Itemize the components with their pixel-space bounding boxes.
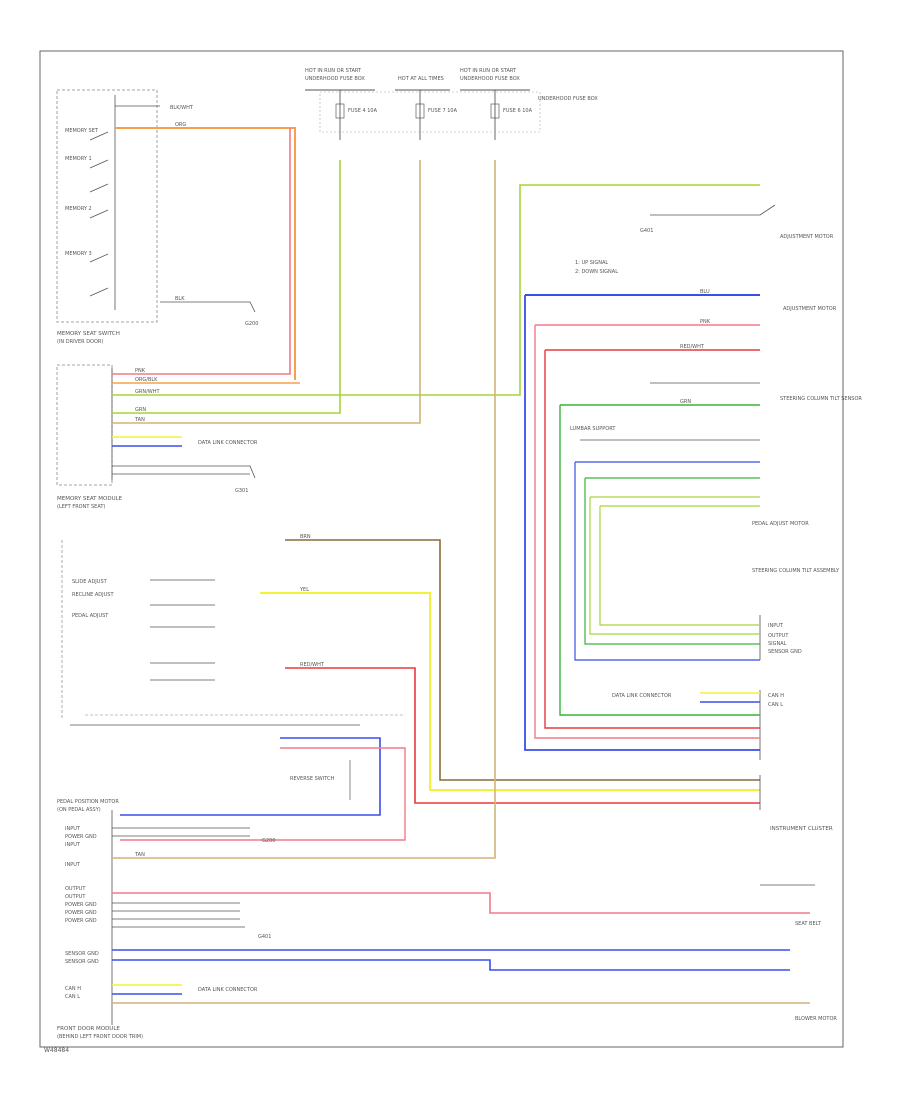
mem-module-sub: (LEFT FRONT SEAT) [57,504,105,510]
svg-text:DATA LINK CONNECTOR: DATA LINK CONNECTOR [198,440,258,446]
svg-text:RECLINE ADJUST: RECLINE ADJUST [72,592,114,598]
svg-text:BLU: BLU [700,289,710,295]
svg-text:PNK: PNK [700,319,711,325]
mem-label-3: MEMORY 2 [65,206,92,212]
svg-text:SIGNAL: SIGNAL [768,641,787,647]
svg-text:BLOWER MOTOR: BLOWER MOTOR [795,1016,837,1022]
svg-text:ADJUSTMENT MOTOR: ADJUSTMENT MOTOR [780,234,834,240]
fuse-1-rating: FUSE 4 10A [348,108,378,114]
svg-text:CAN L: CAN L [65,994,80,1000]
fuse-3-box: UNDERHOOD FUSE BOX [460,76,520,82]
fuse-group-1: HOT IN RUN OR START UNDERHOOD FUSE BOX F… [305,68,378,140]
door-module-sub: (BEHIND LEFT FRONT DOOR TRIM) [57,1034,143,1040]
diagram-frame [39,50,844,1048]
memory-seat-switch: MEMORY SET MEMORY 1 MEMORY 2 MEMORY 3 ME… [56,89,158,345]
svg-text:CAN H: CAN H [768,693,784,699]
door-module-title: FRONT DOOR MODULE [57,1026,120,1032]
mem-label-2: MEMORY 1 [65,156,92,162]
svg-text:OUTPUT: OUTPUT [65,886,86,892]
svg-text:RED/WHT: RED/WHT [680,344,705,350]
steering-tilt-switch: G401 ADJUSTMENT MOTOR [640,204,834,240]
svg-text:POWER GND: POWER GND [65,918,97,924]
svg-text:CAN L: CAN L [768,702,783,708]
svg-text:YEL: YEL [299,587,309,593]
svg-text:POWER GND: POWER GND [65,834,97,840]
svg-text:OUTPUT: OUTPUT [65,894,86,900]
svg-text:INPUT: INPUT [768,623,784,629]
svg-text:DATA LINK CONNECTOR: DATA LINK CONNECTOR [612,693,672,699]
svg-text:ORG: ORG [175,122,186,128]
mem-switch-sub: (IN DRIVER DOOR) [57,339,103,345]
svg-text:1: UP SIGNAL: 1: UP SIGNAL [575,260,608,266]
svg-text:PEDAL ADJUST: PEDAL ADJUST [72,613,109,619]
underhood-note: UNDERHOOD FUSE BOX [538,96,598,102]
svg-text:BLK: BLK [175,296,185,302]
svg-text:REVERSE SWITCH: REVERSE SWITCH [290,776,334,782]
svg-text:GRN/WHT: GRN/WHT [135,389,160,395]
svg-text:POWER GND: POWER GND [65,910,97,916]
svg-text:DATA LINK CONNECTOR: DATA LINK CONNECTOR [198,987,258,993]
svg-text:TAN: TAN [134,852,145,858]
fuse-3-rating: FUSE 6 10A [503,108,533,114]
svg-text:BRN: BRN [300,534,311,540]
svg-text:PEDAL ADJUST MOTOR: PEDAL ADJUST MOTOR [752,521,809,527]
svg-text:2: DOWN SIGNAL: 2: DOWN SIGNAL [575,269,618,275]
memory-seat-module: MEMORY SEAT MODULE (LEFT FRONT SEAT) [56,364,123,510]
mem-module-title: MEMORY SEAT MODULE [57,496,123,502]
svg-text:SENSOR GND: SENSOR GND [65,959,99,965]
mem-switch-title: MEMORY SEAT SWITCH [57,331,120,337]
front-door-module: PEDAL POSITION MOTOR (ON PEDAL ASSY) INP… [57,799,143,1040]
mem-label-1: MEMORY SET [65,128,99,134]
fuse-group-3: HOT IN RUN OR START UNDERHOOD FUSE BOX F… [460,68,533,140]
svg-text:G301: G301 [235,488,248,494]
svg-text:BLK/WHT: BLK/WHT [170,105,194,111]
svg-text:SENSOR GND: SENSOR GND [65,951,99,957]
seat-adjust-switches: SLIDE ADJUST RECLINE ADJUST PEDAL ADJUST [61,540,405,726]
svg-text:INPUT: INPUT [65,842,81,848]
svg-text:RED/WHT: RED/WHT [300,662,325,668]
svg-text:INPUT: INPUT [65,862,81,868]
fuse-2-title: HOT AT ALL TIMES [398,76,444,82]
fuse-2-rating: FUSE 7 10A [428,108,458,114]
svg-text:LUMBAR SUPPORT: LUMBAR SUPPORT [570,426,616,432]
pedal-module-title: PEDAL POSITION MOTOR [57,799,119,805]
svg-text:ORG/BLK: ORG/BLK [135,377,158,383]
tilt-notes: 1: UP SIGNAL 2: DOWN SIGNAL [575,260,618,275]
svg-text:SEAT BELT: SEAT BELT [795,921,822,927]
instrument-title: INSTRUMENT CLUSTER [770,826,833,832]
footer-code: W48484 [44,1047,69,1054]
svg-text:G200: G200 [245,321,258,327]
svg-text:SLIDE ADJUST: SLIDE ADJUST [72,579,108,585]
svg-text:GRN: GRN [680,399,691,405]
svg-text:G401: G401 [640,228,653,234]
fuse-1-box: UNDERHOOD FUSE BOX [305,76,365,82]
svg-text:PNK: PNK [135,368,146,374]
fuse-group-2: HOT AT ALL TIMES FUSE 7 10A [395,76,458,140]
fuse-3-title: HOT IN RUN OR START [460,68,517,74]
svg-text:G200: G200 [262,838,275,844]
pedal-module-sub: (ON PEDAL ASSY) [57,807,101,813]
svg-text:OUTPUT: OUTPUT [768,633,789,639]
svg-text:GRN: GRN [135,407,146,413]
svg-text:CAN H: CAN H [65,986,81,992]
svg-text:SENSOR GND: SENSOR GND [768,649,802,655]
svg-text:TAN: TAN [134,417,145,423]
fuse-1-title: HOT IN RUN OR START [305,68,362,74]
svg-text:STEERING COLUMN TILT SENSOR: STEERING COLUMN TILT SENSOR [780,396,862,402]
mem-label-4: MEMORY 3 [65,251,92,257]
svg-text:INPUT: INPUT [65,826,81,832]
svg-text:STEERING COLUMN TILT ASSEMBLY: STEERING COLUMN TILT ASSEMBLY [752,568,840,574]
svg-text:ADJUSTMENT MOTOR: ADJUSTMENT MOTOR [783,306,837,312]
svg-text:POWER GND: POWER GND [65,902,97,908]
svg-text:G401: G401 [258,934,271,940]
pedal-motor-connector: INPUT OUTPUT SIGNAL SENSOR GND [759,615,802,660]
